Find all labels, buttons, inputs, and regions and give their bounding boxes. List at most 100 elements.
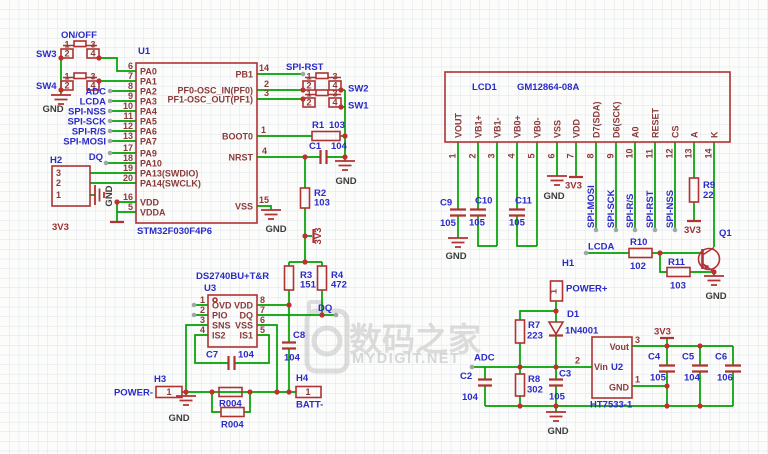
cap-ref: C3 [559,369,571,380]
v33-label: 3V3 [684,225,701,236]
v33-label: 3V3 [565,181,582,192]
pin-number: 1 [200,295,205,305]
v33-label: 3V3 [313,228,324,245]
v33-label: 3V3 [654,327,671,338]
pin-number: 17 [123,143,133,153]
resistor-ref: R4 [331,270,344,281]
net-label-adc: ADC [474,353,495,364]
lcd-ref: LCD1 [472,82,498,93]
pin-number: 10 [123,101,133,111]
pin-number: 1 [635,375,640,385]
regulator-ref: U2 [611,362,623,373]
cap-ref: C9 [440,198,452,209]
component-outlines [50,40,741,422]
gnd-label: GND [335,176,356,187]
net-label-battminus: BATT- [296,400,323,411]
pin-number: 3 [487,153,497,158]
resistor-value: 22 [703,190,714,201]
cap-value: 105 [509,218,526,229]
cap-value: 105 [469,218,486,229]
pin-number: 5 [260,325,265,335]
pin-name: Vout [610,342,629,352]
resistor-ref: R1 [312,120,325,131]
pin-name: VSS [553,120,563,138]
resistor-value: 151 [300,280,317,291]
pin-name: NRST [229,153,254,163]
cap-value: 104 [462,392,479,403]
pin-name: IS1 [239,331,253,341]
pin-name: PA1 [140,77,157,87]
gauge-part: DS2740BU+T&R [196,271,269,282]
header-h4-body [295,385,322,399]
pin-number: 1 [448,153,458,158]
pin-number: 3 [635,335,640,345]
cap-value: 104 [684,373,701,384]
pin-name: SNS [212,321,231,331]
pin-name: PA14(SWCLK) [140,179,201,189]
cap-value: 105 [440,218,457,229]
cap-ref: C7 [206,350,218,361]
resistor-ref: R11 [668,257,686,268]
pin-name: PA13(SWDIO) [140,169,198,179]
pin-name: VSS [235,321,253,331]
switch-pin: 2 [64,81,69,91]
pin-number: 18 [123,153,133,163]
resistor-ref: R004 [221,420,244,431]
switch-pin: 1 [306,89,311,99]
cap-value: 105 [650,373,667,384]
mcu-part: STM32F030F4P6 [137,226,212,237]
switch-buttons [73,40,329,97]
pin-name: VB0+ [513,115,523,138]
pin-name: RESET [651,107,661,138]
pin-number: 6 [128,61,133,71]
pin-number: 13 [123,131,133,141]
junction-dots [58,55,717,409]
pin-name: VDD [234,301,254,311]
header-ref: H1 [562,258,575,269]
pin-number: 11 [123,111,133,121]
pin-number: 8 [586,153,596,158]
cap-value: 104 [331,141,348,152]
pin-number: 8 [128,81,133,91]
pin-number: 2 [264,79,269,89]
net-label-spirs: SPI-R/S [625,194,636,228]
net-label-spimosi: SPI-MOSI [63,137,106,148]
header-pin: 1 [56,190,61,200]
switch-pin: 3 [90,72,95,82]
pin-name: PA6 [140,127,157,137]
pin-name: OVD [212,301,232,311]
net-label-adc: ADC [85,87,106,98]
mcu-u1-body [135,62,258,224]
pin-number: 12 [123,121,133,131]
gnd-label: GND [168,413,189,424]
u3-pin1-mark [212,297,218,303]
gnd-label: GND [705,291,726,302]
pin-number: 4 [507,153,517,158]
pin-name: PA2 [140,87,157,97]
header-pin: 2 [56,178,61,188]
pin-name: D7(SDA) [592,101,602,138]
header-pin: 1 [166,387,171,397]
pin-name: CS [671,125,681,138]
net-label-powerplus: POWER+ [566,284,608,295]
switch-pin: 2 [306,98,311,108]
resistor-ref: R004 [219,399,242,410]
header-pin: 1 [305,387,310,397]
pin-name: VB0- [533,117,543,138]
pin-name: PA0 [140,67,157,77]
pin-name: VDD [140,198,160,208]
pin-number: 15 [259,195,269,205]
switch-ref: SW3 [36,49,57,60]
diode-d1-symbol [547,321,565,337]
pin-number: 4 [262,146,267,156]
resistor-value: 102 [630,261,646,272]
gnd-label: GND [104,185,115,206]
diode-ref: D1 [567,309,580,320]
watermark-brand: 数码之家 [349,320,481,359]
gnd-label: GND [42,104,63,115]
header-ref: H2 [50,155,62,166]
watermark-logo-icon [304,300,350,374]
net-label-spimosi: SPI-MOSI [586,185,597,228]
